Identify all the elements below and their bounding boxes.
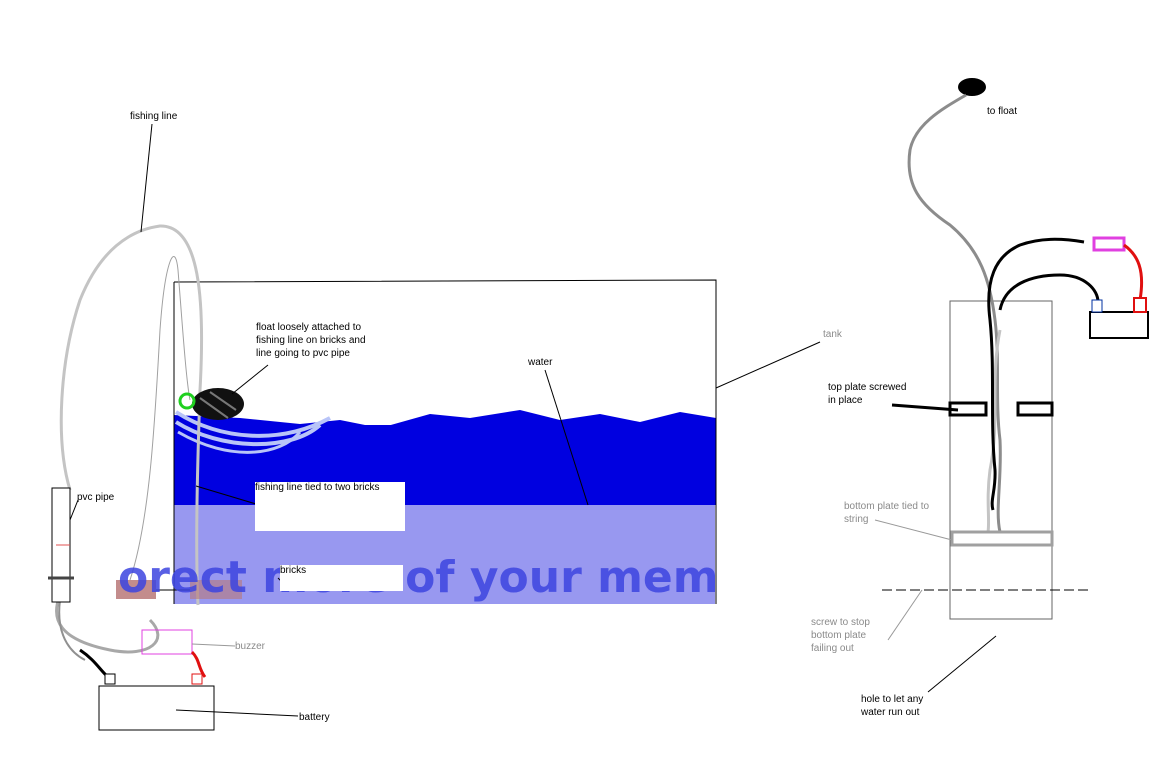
buzzer <box>141 629 193 655</box>
red-wire <box>190 650 207 678</box>
battery-terminal-pos <box>191 673 203 685</box>
battery-right-neg <box>1091 299 1103 313</box>
tank-outline <box>173 279 717 604</box>
label-pvc-pipe: pvc pipe <box>77 492 115 503</box>
buzzer-pointer <box>191 643 236 647</box>
tank-pointer <box>715 341 821 389</box>
water-pointer <box>544 369 589 506</box>
bottom-plate-pointer <box>874 519 953 541</box>
black-cable-right-2 <box>998 273 1100 311</box>
label-buzzer: buzzer <box>235 641 266 652</box>
label-screw-note: screw to stop bottom plate failing out <box>811 617 870 654</box>
bricks-note-box: fishing line tied to two bricks <box>255 482 405 531</box>
fishing-line-thin <box>129 256 191 581</box>
label-float-note: float loosely attached to fishing line o… <box>256 322 366 359</box>
battery-pointer <box>175 709 299 717</box>
label-fishing-line: fishing line <box>130 111 178 122</box>
brick <box>116 580 156 599</box>
battery <box>98 685 215 731</box>
hole-pointer <box>927 635 997 693</box>
buzzer-right <box>1092 236 1126 252</box>
label-battery: battery <box>299 712 330 723</box>
black-cable-right <box>987 237 1085 511</box>
battery-terminal-neg <box>104 673 116 685</box>
watermark-text: orect more of your mem <box>118 552 715 603</box>
label-tank: tank <box>823 329 842 340</box>
label-bricks: bricks <box>280 565 307 576</box>
pipe-wire <box>58 599 86 661</box>
float-swirl <box>174 410 331 438</box>
float-pointer <box>231 364 269 395</box>
battery-right <box>1089 311 1149 339</box>
brick <box>190 580 242 599</box>
label-bottom-plate: bottom plate tied to string <box>844 501 930 525</box>
housing <box>949 300 1053 620</box>
screw-pointer <box>887 589 923 641</box>
black-cable <box>79 648 110 679</box>
fishing-line-pointer <box>140 123 153 233</box>
red-wire-right <box>1123 243 1144 301</box>
gray-cable-2 <box>986 329 1002 533</box>
float-ring <box>178 392 196 410</box>
bottom-plate <box>950 530 1054 547</box>
battery-right-pos <box>1133 297 1147 313</box>
float-swirl <box>174 420 322 447</box>
float-stripe <box>199 391 237 419</box>
float <box>192 388 244 420</box>
float-swirl <box>177 430 302 454</box>
label-to-float: to float <box>987 106 1018 117</box>
label-water: water <box>528 357 553 368</box>
label-fishing-line-bricks: fishing line tied to two bricks <box>255 482 380 493</box>
label-hole-note: hole to let any water run out <box>861 694 924 718</box>
pvc-pointer <box>69 499 79 521</box>
bricks-pointer <box>195 485 257 505</box>
top-plate-pointer <box>891 403 959 412</box>
bricks-label-box: bricks <box>280 565 403 591</box>
label-top-plate: top plate screwed in place <box>828 382 907 406</box>
top-plate-right <box>1016 401 1054 417</box>
float-small <box>958 78 986 96</box>
fishing-line <box>59 224 204 606</box>
gray-cable <box>907 93 1002 533</box>
fishing-line-lower <box>55 594 160 654</box>
